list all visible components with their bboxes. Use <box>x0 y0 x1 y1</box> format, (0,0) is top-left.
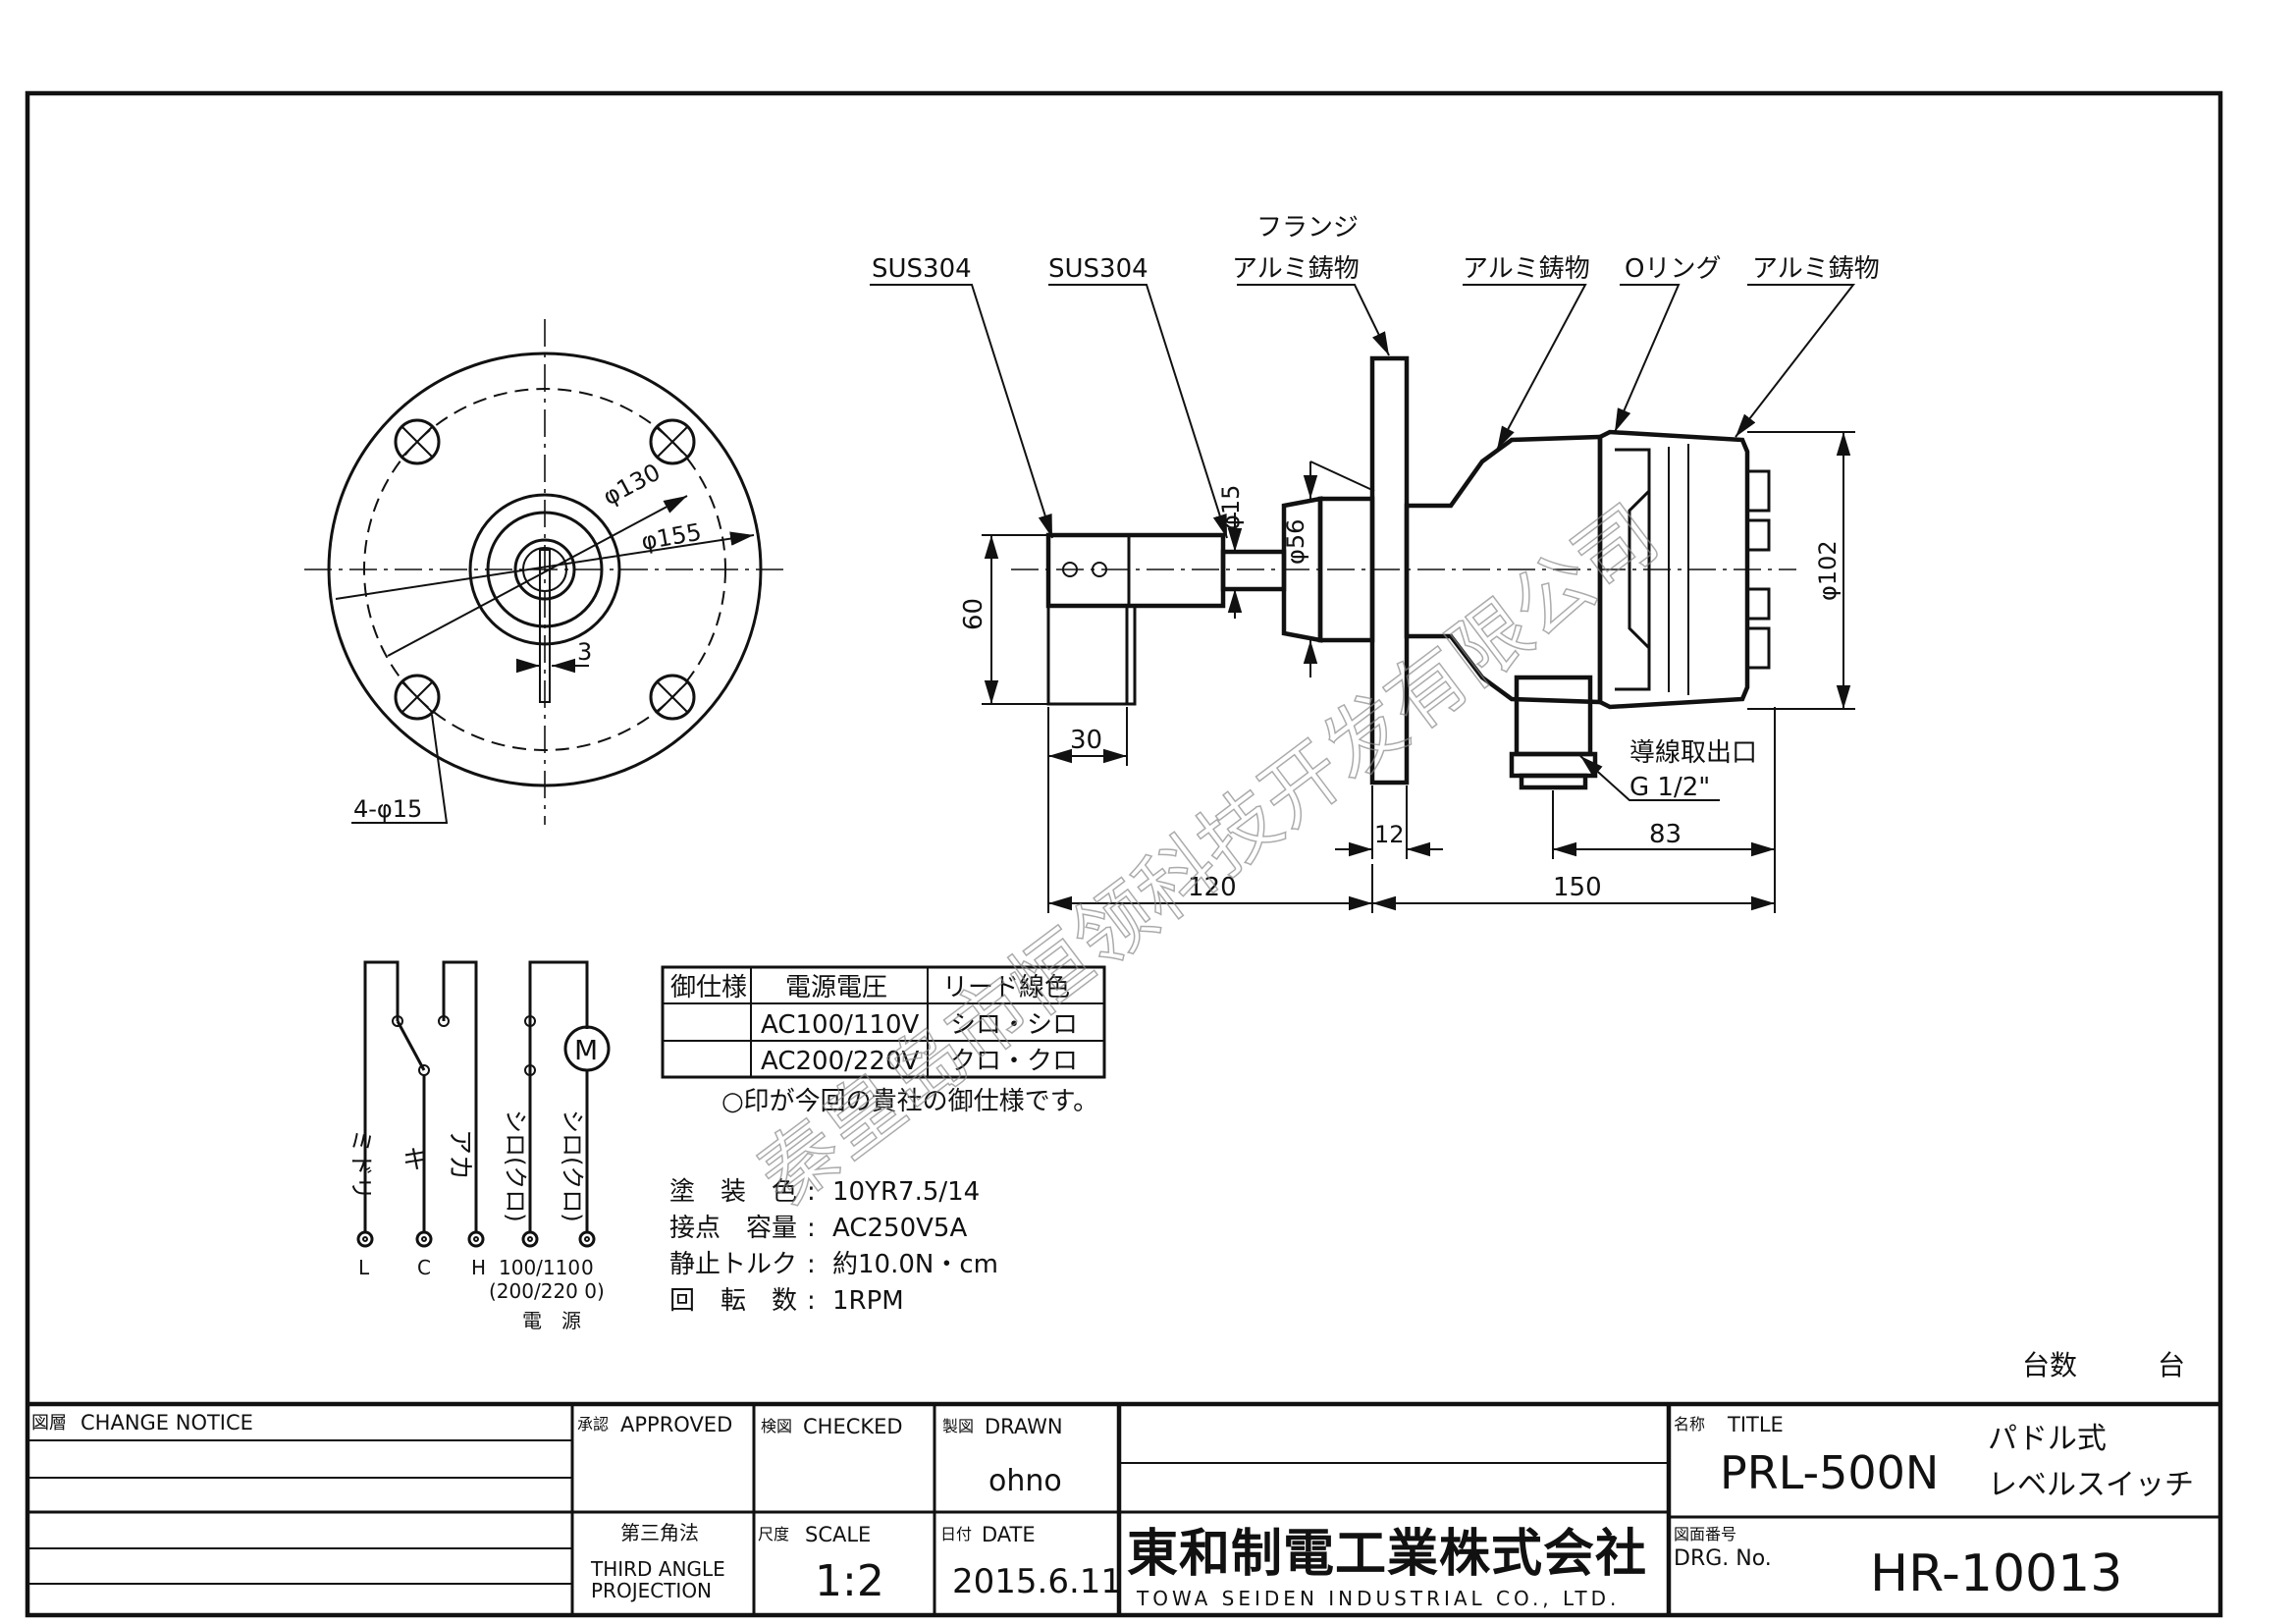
tb-scale-value: 1:2 <box>815 1556 884 1606</box>
tb-change-notice: CHANGE NOTICE <box>80 1411 253 1435</box>
label-alum-body: アルミ鋳物 <box>1463 254 1590 284</box>
tb-projection-jp: 第三角法 <box>620 1521 699 1544</box>
motor-symbol: M <box>574 1034 598 1066</box>
tb-drawn: DRAWN <box>985 1415 1063 1438</box>
tb-approved-jp: 承認 <box>577 1415 609 1434</box>
tb-projection-2: PROJECTION <box>591 1579 712 1602</box>
tb-name-2: レベルスイッチ <box>1988 1468 2194 1502</box>
label-sus304-shaft: SUS304 <box>1048 254 1148 284</box>
dim-w83: 83 <box>1649 820 1682 849</box>
svg-text::: : <box>807 1250 816 1279</box>
term-C: C <box>417 1256 431 1279</box>
spec-header-0: 御仕様 <box>670 973 747 1002</box>
label-flange-1: フランジ <box>1256 213 1359 243</box>
wire-label-white-1: シロ(クロ) <box>502 1110 529 1222</box>
term-0: 0 <box>581 1256 594 1279</box>
term-200: (200/220 0) <box>489 1279 605 1303</box>
wiring-diagram: M ミドリ キ アカ シロ(クロ) シロ(クロ) L C H 100/110 0… <box>347 960 611 1332</box>
tb-projection-1: THIRD ANGLE <box>590 1557 725 1581</box>
label-cable-entry: 導線取出口 <box>1629 738 1757 768</box>
spec-table: 御仕様 電源電圧 リード線色 AC100/110V シロ・シロ AC200/22… <box>661 965 1106 1116</box>
dim-h60: 60 <box>959 598 988 630</box>
dim-w120: 120 <box>1188 873 1237 902</box>
drawing-border <box>25 90 2223 1618</box>
tb-title-jp: 名称 <box>1674 1415 1705 1434</box>
label-cable-thread: G 1/2" <box>1629 773 1710 802</box>
spec-cell-2-2: クロ・クロ <box>950 1047 1078 1076</box>
wire-label-red: アカ <box>445 1129 474 1180</box>
tb-date-jp: 日付 <box>940 1525 972 1543</box>
spec-value-speed: 1RPM <box>832 1286 904 1316</box>
spec-value-torque: 約10.0N・cm <box>832 1250 998 1279</box>
spec-label-contact: 接点 容量 <box>669 1214 797 1243</box>
spec-cell-1-2: シロ・シロ <box>950 1010 1078 1040</box>
dim-w3: 3 <box>577 638 592 666</box>
dim-w12: 12 <box>1374 821 1405 848</box>
wire-label-green: ミドリ <box>347 1129 375 1200</box>
dim-w30: 30 <box>1070 726 1102 755</box>
tb-scale: SCALE <box>805 1523 871 1546</box>
label-flange-2: アルミ鋳物 <box>1232 254 1360 284</box>
tb-name-1: パドル式 <box>1988 1422 2107 1456</box>
spec-header-1: 電源電圧 <box>785 973 887 1002</box>
spec-note: ○印が今回の貴社の御仕様です。 <box>721 1087 1098 1116</box>
spec-header-2: リード線色 <box>942 973 1070 1002</box>
tb-change-notice-jp: 図層 <box>31 1413 67 1434</box>
side-view: 60 30 φ15 φ56 φ102 12 83 120 150 <box>870 213 1880 913</box>
svg-text::: : <box>807 1286 816 1316</box>
dim-d155: φ155 <box>639 518 704 556</box>
label-sus304-paddle: SUS304 <box>872 254 972 284</box>
tb-scale-jp: 尺度 <box>758 1525 789 1543</box>
tb-date-value: 2015.6.11 <box>952 1562 1122 1601</box>
wire-label-white-2: シロ(クロ) <box>559 1110 586 1222</box>
spec-label-speed: 回 転 数 <box>669 1286 797 1316</box>
term-L: L <box>358 1256 370 1279</box>
tb-date: DATE <box>982 1523 1036 1546</box>
units-suffix: 台 <box>2158 1349 2185 1381</box>
units-label: 台数 <box>2022 1349 2077 1381</box>
title-block: 図層 CHANGE NOTICE 承認 APPROVED 検図 CHECKED … <box>27 1401 2220 1615</box>
tb-drg-jp: 図面番号 <box>1674 1525 1736 1543</box>
tb-title: TITLE <box>1727 1413 1784 1436</box>
svg-text::: : <box>807 1214 816 1243</box>
spec-value-color: 10YR7.5/14 <box>832 1177 980 1207</box>
dim-d130: φ130 <box>599 459 666 512</box>
spec-label-color: 塗 装 色 <box>669 1177 797 1207</box>
tb-checked-jp: 検図 <box>761 1417 792 1435</box>
tb-model: PRL-500N <box>1720 1446 1939 1499</box>
spec-cell-2-1: AC200/220V <box>761 1047 919 1076</box>
specs-list: 塗 装 色 10YR7.5/14 接点 容量 AC250V5A 静止トルク 約1… <box>669 1177 998 1316</box>
spec-label-torque: 静止トルク <box>669 1250 797 1279</box>
spec-value-contact: AC250V5A <box>832 1214 967 1243</box>
spec-cell-1-1: AC100/110V <box>761 1010 919 1040</box>
tb-checked: CHECKED <box>803 1415 903 1438</box>
term-H: H <box>471 1256 486 1279</box>
tb-approved: APPROVED <box>620 1413 732 1436</box>
wire-label-yellow: キ <box>402 1146 428 1175</box>
tb-drg-value: HR-10013 <box>1870 1544 2122 1603</box>
flange-end-view: φ130 φ155 3 4-φ15 <box>304 319 785 825</box>
tb-drg: DRG. No. <box>1674 1546 1772 1571</box>
tb-drawn-jp: 製図 <box>942 1417 974 1435</box>
term-100: 100/110 <box>499 1256 580 1279</box>
label-alum-cover: アルミ鋳物 <box>1752 254 1880 284</box>
dim-d102: φ102 <box>1814 540 1842 601</box>
dim-d56: φ56 <box>1282 519 1309 565</box>
tb-drawn-name: ohno <box>988 1464 1062 1498</box>
label-oring: Oリング <box>1625 254 1721 284</box>
dim-w150: 150 <box>1553 873 1602 902</box>
svg-text::: : <box>807 1177 816 1207</box>
term-power: 電 源 <box>522 1309 581 1332</box>
tb-company-en: TOWA SEIDEN INDUSTRIAL CO., LTD. <box>1136 1587 1620 1610</box>
tb-company-jp: 東和制電工業株式会社 <box>1127 1525 1647 1584</box>
label-holes: 4-φ15 <box>353 795 422 823</box>
watermark: 秦皇岛市恒领科技开发有限公司 <box>741 488 1674 1222</box>
